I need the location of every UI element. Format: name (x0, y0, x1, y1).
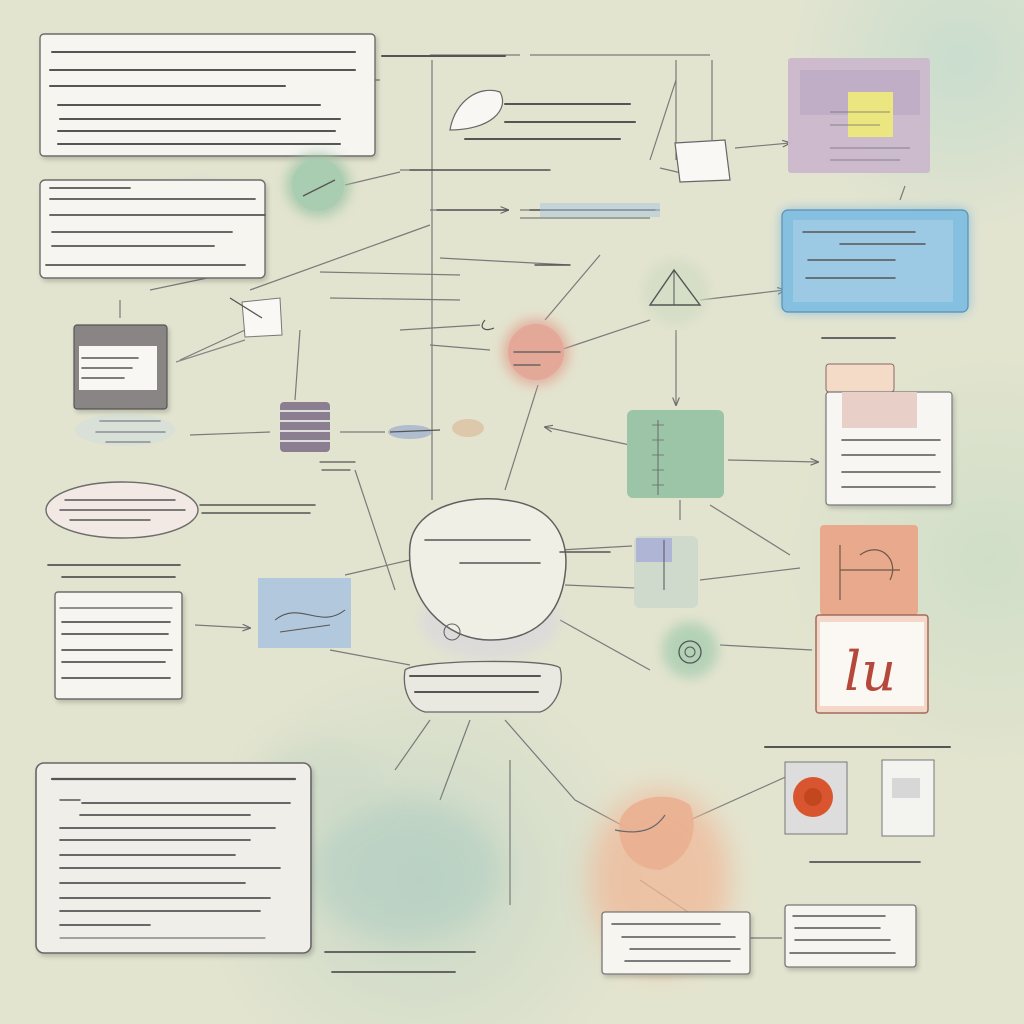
connector (399, 324, 481, 331)
connector (439, 719, 471, 801)
connector (559, 619, 651, 671)
red-circle-node (503, 319, 569, 385)
center-blob-node (408, 498, 611, 660)
connector (504, 384, 539, 491)
handwriting-card: lu (815, 614, 929, 714)
connector (719, 644, 813, 651)
center-caption-node (403, 660, 562, 713)
connector (734, 143, 790, 149)
connector (329, 297, 461, 301)
small-blue-node (634, 536, 698, 608)
blue-sketch-node (258, 578, 351, 648)
connector (329, 649, 411, 666)
bottom-center-note (601, 911, 751, 975)
left-card (47, 564, 183, 700)
quill-paper-icon (175, 297, 283, 363)
bottom-left-panel (35, 762, 312, 954)
connector (545, 427, 631, 446)
orange-figure-node (614, 796, 694, 870)
top-center-labels (381, 55, 731, 266)
connector (544, 254, 601, 321)
right-document (821, 337, 953, 506)
left-note (39, 179, 266, 279)
bottom-center-labels (324, 951, 476, 973)
connector (194, 625, 250, 628)
left-ellipse-node (45, 481, 199, 539)
top-left-note (39, 33, 376, 157)
stack-node (280, 402, 330, 452)
blue-panel (781, 209, 969, 313)
speech-pointer (449, 89, 504, 131)
green-circle-node (286, 153, 350, 217)
connector (699, 290, 785, 301)
connector (649, 79, 677, 161)
connector (559, 319, 651, 351)
bottom-right-note (784, 904, 917, 968)
connector (699, 567, 801, 581)
connector (429, 344, 491, 351)
connector (727, 460, 818, 462)
connector (294, 329, 301, 401)
connector (689, 774, 791, 821)
connector (319, 271, 461, 276)
purple-panel (788, 58, 930, 173)
connector (189, 431, 271, 436)
connector (439, 257, 571, 266)
spiral-icon (678, 640, 702, 664)
connector (344, 559, 411, 576)
orange-sketch-node (820, 525, 918, 615)
note-card-icon (674, 139, 731, 183)
pen-icon (302, 179, 336, 197)
handwriting-text: lu (844, 640, 896, 703)
connector (344, 171, 401, 186)
bottom-left-panel-text (50, 777, 297, 939)
small-icons-row (75, 319, 495, 514)
triangle-node (643, 259, 709, 325)
connector (394, 719, 431, 771)
connector (899, 185, 906, 201)
text-lines (49, 51, 356, 145)
green-box-node (627, 410, 724, 498)
connector (564, 584, 636, 589)
connector (179, 329, 246, 361)
connector (354, 469, 396, 591)
left-monitor (73, 324, 168, 410)
bottom-right-icons (764, 746, 951, 863)
spiral-node (662, 622, 718, 678)
connector (559, 545, 633, 551)
connector (709, 504, 791, 556)
connector (249, 224, 431, 291)
triangle-icon (648, 268, 702, 306)
